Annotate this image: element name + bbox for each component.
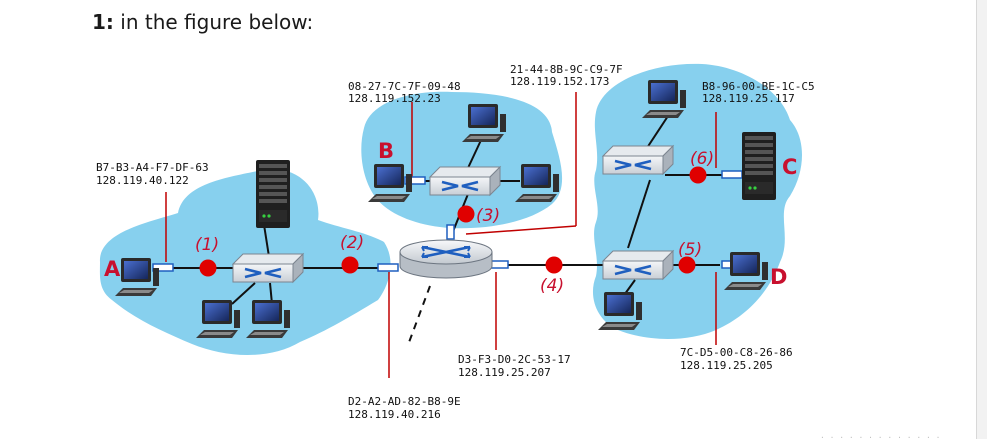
point-4-label: (4) [540, 276, 564, 296]
router-lan-cd-mac: D3-F3-D0-2C-53-17 [458, 353, 571, 366]
host-b-mac: 08-27-7C-7F-09-48 [348, 80, 461, 93]
host-d-mac: 7C-D5-00-C8-26-86 [680, 346, 793, 359]
point-3-label: (3) [476, 206, 500, 226]
host-b-ip: 128.119.152.23 [348, 92, 441, 105]
point-2-label: (2) [340, 233, 364, 253]
question-heading: 1: in the figure below: [92, 10, 313, 34]
point-5-marker [678, 256, 696, 274]
router-lan-b-ip: 128.119.152.173 [510, 75, 609, 88]
host-c-ip: 128.119.25.117 [702, 92, 795, 105]
host-d-label: D [770, 265, 787, 289]
switch-lan-b [428, 165, 502, 197]
measurement-points [199, 166, 707, 277]
router-lan-b-mac: 21-44-8B-9C-C9-7F [510, 63, 623, 76]
point-1-marker [199, 259, 217, 277]
point-4-marker [545, 256, 563, 274]
footer-dots: · · · · · · · · · · · · · [820, 433, 941, 442]
switch-lan-d [601, 249, 675, 281]
host-a-mac: B7-B3-A4-F7-DF-63 [96, 161, 209, 174]
server-host-c [742, 132, 776, 200]
host-c-label: C [782, 155, 797, 179]
host-a-label: A [104, 257, 121, 281]
host-c-mac: B8-96-00-BE-1C-C5 [702, 80, 815, 93]
question-number: 1: [92, 10, 114, 34]
host-b-label: B [378, 139, 394, 163]
router-lan-a-ip: 128.119.40.216 [348, 408, 441, 421]
router [398, 238, 494, 280]
vertical-scrollbar[interactable] [976, 0, 987, 439]
point-6-label: (6) [690, 149, 714, 169]
point-3-marker [457, 205, 475, 223]
host-a-ip: 128.119.40.122 [96, 174, 189, 187]
point-1-label: (1) [195, 235, 219, 255]
router-lan-a-mac: D2-A2-AD-82-B8-9E [348, 395, 461, 408]
leader-lines [165, 92, 717, 378]
host-d-ip: 128.119.25.205 [680, 359, 773, 372]
router-lan-cd-ip: 128.119.25.207 [458, 366, 551, 379]
switch-lan-a [231, 252, 305, 284]
server-lan-a [256, 160, 290, 228]
point-5-label: (5) [678, 240, 702, 260]
question-text: in the figure below: [120, 10, 314, 34]
point-6-marker [689, 166, 707, 184]
switch-lan-c [601, 144, 675, 176]
point-2-marker [341, 256, 359, 274]
